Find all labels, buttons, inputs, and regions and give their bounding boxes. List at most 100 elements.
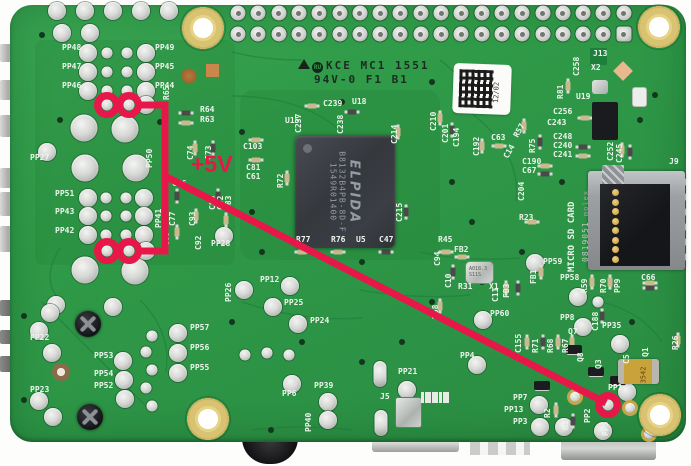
gpio-solder-joint	[474, 5, 490, 21]
test-pad	[101, 99, 113, 111]
passive-component	[494, 143, 504, 149]
test-pad	[48, 2, 66, 20]
silkscreen-label: PP53	[94, 351, 114, 360]
gpio-solder-joint	[453, 5, 469, 21]
silkscreen-label: R31	[458, 282, 473, 291]
silkscreen-label: R77	[296, 235, 311, 244]
silkscreen-label: PP8	[560, 313, 575, 322]
test-pad	[81, 24, 99, 42]
via-hole	[359, 359, 365, 365]
via-hole	[229, 319, 235, 325]
mounting-hole	[638, 393, 682, 437]
via-hole	[429, 299, 435, 305]
silkscreen-label: C67	[522, 166, 537, 175]
gpio-solder-joint	[332, 26, 347, 42]
silkscreen-label: PP21	[398, 367, 418, 376]
crystal-marking: A018.3 S11S	[469, 266, 488, 278]
gpio-solder-joint	[433, 26, 449, 42]
passive-component	[181, 110, 191, 116]
test-pad	[474, 311, 492, 329]
test-pad	[135, 189, 153, 207]
silkscreen-label: U18	[352, 97, 367, 106]
test-pad	[100, 192, 112, 204]
silkscreen-label: PP4	[460, 351, 475, 360]
passive-component	[441, 249, 451, 255]
passive-component	[578, 153, 588, 159]
test-pad	[398, 381, 416, 399]
test-pad	[169, 344, 187, 362]
silkscreen-label: J5	[380, 392, 390, 401]
test-pad	[76, 2, 94, 20]
gpio-solder-joint	[352, 26, 368, 42]
test-pad	[70, 114, 98, 142]
passive-component	[251, 137, 261, 143]
gpio-solder-joint	[413, 26, 429, 42]
test-pad	[132, 2, 150, 20]
test-pad	[319, 411, 337, 429]
test-pad	[555, 418, 573, 436]
test-pad	[79, 63, 97, 81]
test-pad	[116, 390, 134, 408]
test-pad	[281, 277, 299, 295]
silkscreen-label: PP23	[30, 385, 50, 394]
board-print-line1: KCE MC1 1551	[326, 59, 430, 72]
test-pad	[618, 383, 636, 401]
white-component	[633, 88, 646, 106]
gold-ring-pad	[570, 392, 580, 402]
passive-component	[181, 120, 191, 126]
silkscreen-label: PP24	[310, 316, 330, 325]
test-pad	[137, 44, 155, 62]
silkscreen-label: Q7	[568, 327, 578, 336]
test-pad	[104, 298, 122, 316]
gpio-solder-joint	[250, 5, 266, 21]
via-hole	[519, 249, 525, 255]
test-pad	[101, 85, 113, 97]
gpio-solder-joint	[474, 26, 490, 42]
via-hole	[39, 32, 45, 38]
copper-pad-square	[206, 64, 219, 77]
silkscreen-label: PP42	[55, 226, 75, 235]
ram-chip: ELPIDA B8132B4PB-8D-F 1549R01400	[295, 136, 395, 248]
mounting-hole	[186, 397, 230, 441]
silkscreen-label: C241	[553, 150, 573, 159]
gpio-solder-joint	[311, 26, 327, 42]
test-pad	[30, 392, 48, 410]
passive-component	[251, 157, 261, 163]
test-pad	[44, 408, 62, 426]
test-pad	[100, 229, 112, 241]
test-pad	[121, 47, 133, 59]
passive-component	[381, 249, 391, 255]
crystal-x1: A018.3 S11S	[466, 262, 493, 283]
gpio-solder-joint	[413, 5, 429, 21]
silkscreen-label: C66	[641, 273, 656, 282]
silkscreen-label: J9	[669, 157, 679, 166]
test-pad	[602, 399, 614, 411]
test-pad	[122, 154, 150, 182]
silkscreen-label: U15	[285, 116, 300, 125]
gpio-solder-joint	[271, 26, 287, 42]
gpio-solder-joint	[230, 5, 246, 21]
copper-pad-round	[181, 68, 197, 84]
gpio-solder-joint	[311, 5, 327, 21]
silkscreen-label: PP27	[30, 153, 50, 162]
test-pad	[592, 296, 604, 308]
test-pad	[120, 229, 132, 241]
test-pad	[101, 47, 113, 59]
gpio-solder-joint	[494, 26, 510, 42]
silkscreen-label: PP25	[284, 298, 304, 307]
test-pad	[115, 371, 133, 389]
via-hole	[57, 117, 63, 123]
silkscreen-label: FB2	[454, 245, 469, 254]
via-hole	[157, 119, 163, 125]
pin1-marker	[303, 144, 312, 153]
silkscreen-label: R45	[438, 235, 453, 244]
silkscreen-label: PP47	[62, 62, 82, 71]
test-pad	[264, 298, 282, 316]
micro-sd-slot: 0819051 molex	[581, 165, 685, 270]
test-pad	[41, 304, 59, 322]
gpio-solder-joint	[433, 5, 449, 21]
test-pad	[121, 66, 133, 78]
silkscreen-label: PP13	[504, 405, 524, 414]
